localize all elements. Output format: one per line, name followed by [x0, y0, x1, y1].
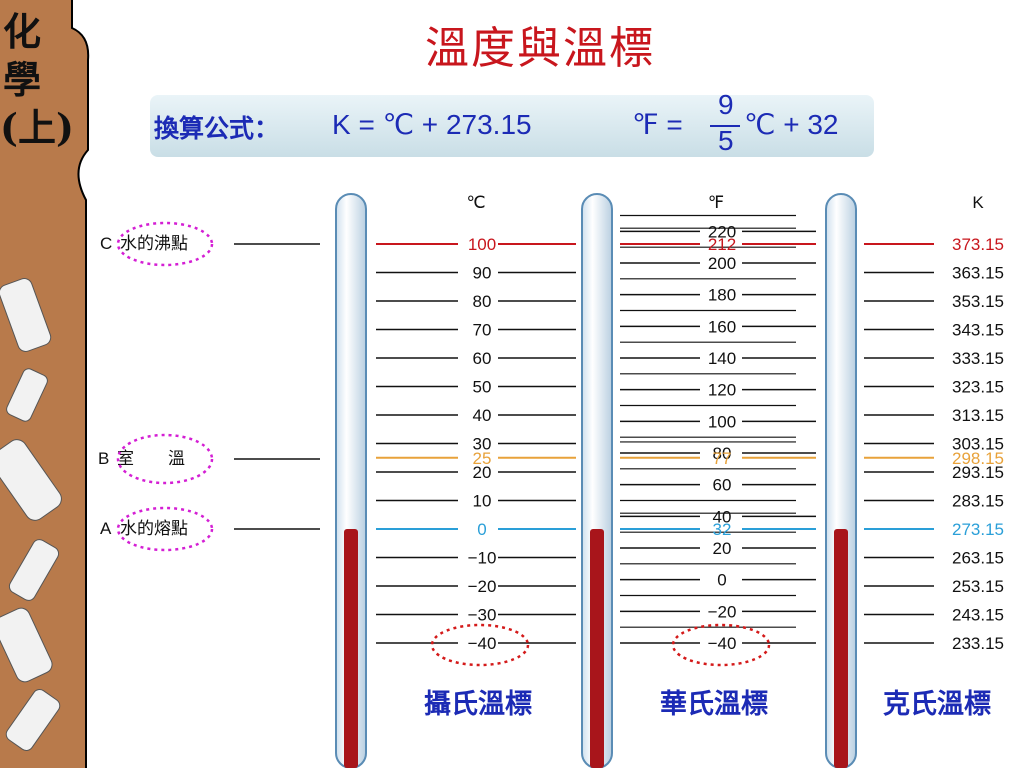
- celsius-mercury: [344, 529, 358, 768]
- celsius-scale-tick-label: 30: [473, 435, 492, 454]
- fahrenheit-formula-right: ℃ + 32: [744, 109, 839, 140]
- kelvin-scale-tick-label: 313.15: [952, 406, 1004, 425]
- fahrenheit-unit: ℉: [708, 193, 724, 212]
- celsius-minus40-ellipse: [430, 623, 530, 667]
- reference-point-freezing: A 水的熔點: [100, 506, 320, 552]
- thermometer-celsius: [335, 193, 367, 768]
- boiling-letter: C: [100, 234, 112, 253]
- freezing-name: 水的熔點: [120, 519, 188, 538]
- celsius-scale-tick-label: −30: [468, 606, 497, 625]
- fahrenheit-scale-tick-label: 120: [708, 381, 736, 400]
- kelvin-scale-tick-label: 273.15: [952, 520, 1004, 539]
- celsius-scale-tick-label: 60: [473, 349, 492, 368]
- kelvin-scale-tick-label: 263.15: [952, 549, 1004, 568]
- fahrenheit-scale-tick-label: 0: [717, 571, 726, 590]
- kelvin-scale-tick-label: 343.15: [952, 321, 1004, 340]
- reference-point-boiling: C 水的沸點: [100, 221, 320, 267]
- fahrenheit-scale-tick-label: 77: [713, 449, 732, 468]
- fraction-bar: [710, 125, 740, 127]
- celsius-scale-tick-label: −20: [468, 577, 497, 596]
- kelvin-mercury: [834, 529, 848, 768]
- kelvin-scale-tick-label: 353.15: [952, 292, 1004, 311]
- fahrenheit-scale-tick-label: 140: [708, 349, 736, 368]
- freezing-ellipse: [116, 506, 214, 552]
- kelvin-scale-tick-label: 243.15: [952, 606, 1004, 625]
- celsius-scale-tick-label: −40: [468, 634, 497, 653]
- thermometer-kelvin: [825, 193, 857, 768]
- kelvin-scale-tick-label: 323.15: [952, 378, 1004, 397]
- freezing-letter: A: [100, 519, 112, 538]
- fahrenheit-scale-tick-label: 220: [708, 222, 736, 241]
- room-ellipse: [116, 433, 214, 485]
- page-title: 溫度與溫標: [425, 23, 655, 74]
- thermometer-fahrenheit: [581, 193, 613, 768]
- fahrenheit-scale: 220200180160140120100806040200−20−402127…: [620, 214, 816, 653]
- fahrenheit-scale-tick-label: 40: [713, 507, 732, 526]
- kelvin-scale-name: 克氏溫標: [883, 688, 991, 720]
- fahrenheit-scale-tick-label: −40: [708, 634, 737, 653]
- fahrenheit-scale-tick-label: −20: [708, 602, 737, 621]
- celsius-scale-tick-label: 0: [477, 520, 486, 539]
- sidebar-decoration: [0, 0, 90, 768]
- celsius-scale-tick-label: 50: [473, 378, 492, 397]
- kelvin-unit: K: [972, 193, 984, 212]
- kelvin-scale-tick-label: 233.15: [952, 634, 1004, 653]
- fraction-numerator: 9: [718, 89, 734, 120]
- kelvin-scale-tick-label: 298.15: [952, 449, 1004, 468]
- fahrenheit-scale-tick-label: 80: [713, 444, 732, 463]
- fahrenheit-scale-tick-label: 60: [713, 476, 732, 495]
- reference-point-room: B 室 溫: [98, 433, 320, 485]
- fahrenheit-scale-tick-label: 32: [713, 520, 732, 539]
- kelvin-scale-tick-label: 293.15: [952, 463, 1004, 482]
- kelvin-scale-tick-label: 283.15: [952, 492, 1004, 511]
- boiling-name: 水的沸點: [120, 234, 188, 253]
- celsius-scale-tick-label: 80: [473, 292, 492, 311]
- room-letter: B: [98, 449, 109, 468]
- kelvin-formula: K = ℃ + 273.15: [332, 109, 532, 140]
- kelvin-scale: 373.15 363.15 353.15 343.15 333.15 323.15 313.…: [864, 235, 1004, 653]
- fahrenheit-formula-left: ℉ =: [632, 109, 683, 140]
- fraction-denominator: 5: [718, 125, 734, 156]
- celsius-unit: ℃: [466, 193, 485, 212]
- celsius-scale-tick-label: 90: [473, 264, 492, 283]
- fahrenheit-minus40-ellipse: [671, 623, 771, 667]
- kelvin-scale-tick-label: 253.15: [952, 577, 1004, 596]
- celsius-scale-tick-label: 10: [473, 492, 492, 511]
- celsius-scale-tick-label: 100: [468, 235, 496, 254]
- fahrenheit-scale-tick-label: 180: [708, 286, 736, 305]
- fahrenheit-scale-tick-label: 200: [708, 254, 736, 273]
- fahrenheit-mercury: [590, 529, 604, 768]
- boiling-ellipse: [116, 221, 214, 267]
- fahrenheit-scale-tick-label: 20: [713, 539, 732, 558]
- celsius-scale-tick-label: −10: [468, 549, 497, 568]
- fahrenheit-scale-name: 華氏溫標: [660, 689, 768, 720]
- celsius-scale-tick-label: 25: [473, 449, 492, 468]
- room-name: 室 溫: [117, 449, 185, 468]
- celsius-scale-name: 攝氏溫標: [424, 689, 532, 720]
- kelvin-scale-tick-label: 363.15: [952, 264, 1004, 283]
- kelvin-scale-tick-label: 303.15: [952, 435, 1004, 454]
- sidebar: 化學(上): [0, 0, 100, 768]
- celsius-scale-tick-label: 70: [473, 321, 492, 340]
- fahrenheit-scale-tick-label: 100: [708, 412, 736, 431]
- formula-bar: 換算公式： K = ℃ + 273.15 ℉ = 9 5 ℃ + 32: [150, 89, 874, 157]
- fahrenheit-scale-tick-label: 212: [708, 235, 736, 254]
- fahrenheit-scale-tick-label: 160: [708, 317, 736, 336]
- formula-label: 換算公式：: [154, 114, 280, 143]
- celsius-scale-tick-label: 20: [473, 463, 492, 482]
- celsius-scale-tick-label: 40: [473, 406, 492, 425]
- kelvin-scale-tick-label: 333.15: [952, 349, 1004, 368]
- kelvin-scale-tick-label: 373.15: [952, 235, 1004, 254]
